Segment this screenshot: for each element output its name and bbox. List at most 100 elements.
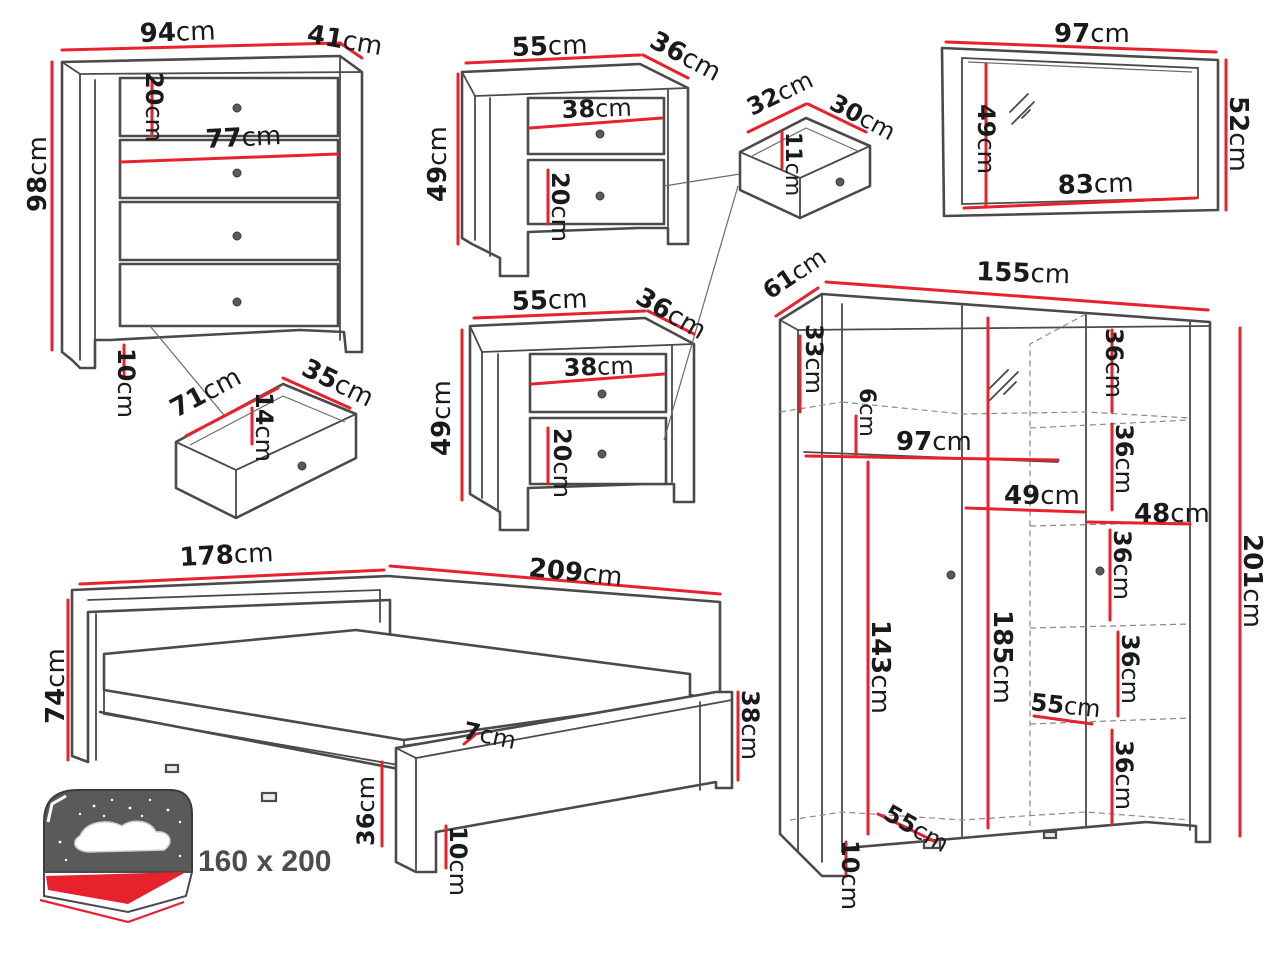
nightstand1-height-label: 49cm bbox=[423, 126, 453, 202]
bed-leg-height-label: 10cm bbox=[444, 826, 472, 896]
dimension-value: 36 bbox=[1116, 634, 1144, 667]
wardrobe-middle-height-label: 185cm bbox=[987, 610, 1017, 704]
mirror-height-label: 52cm bbox=[1223, 96, 1253, 172]
dimension-unit: cm bbox=[340, 26, 384, 62]
dimension-unit: cm bbox=[140, 105, 168, 142]
chest-drawer-width-label: 77cm bbox=[205, 121, 282, 155]
dimension-unit: cm bbox=[547, 284, 588, 315]
dimension-unit: cm bbox=[1110, 773, 1138, 810]
bed-footboard-height-label: 38cm bbox=[736, 690, 764, 760]
dimension-unit: cm bbox=[1063, 692, 1102, 724]
dimension-value: 49 bbox=[427, 420, 457, 456]
wardrobe-shelf-gap-5-label: 36cm bbox=[1110, 740, 1138, 810]
dimension-value: 74 bbox=[41, 688, 71, 724]
mattress-icon bbox=[39, 789, 194, 924]
dimension-unit: cm bbox=[1030, 259, 1071, 290]
bed-frame-height-label: 36cm bbox=[352, 776, 380, 846]
dimension-value: 20 bbox=[548, 428, 576, 461]
dimension-value: 83 bbox=[1057, 170, 1094, 201]
wardrobe-hanging-height-label: 143cm bbox=[865, 620, 895, 714]
nightstand1-drawer-width-label: 38cm bbox=[561, 94, 632, 124]
dimension-unit: cm bbox=[233, 538, 274, 570]
dimension-value: 10 bbox=[444, 826, 472, 859]
dimension-unit: cm bbox=[1110, 457, 1138, 494]
nightstand2-height-label: 49cm bbox=[427, 380, 457, 456]
dimension-unit: cm bbox=[836, 873, 864, 910]
dimension-value: 143 bbox=[865, 620, 895, 674]
dimension-unit: cm bbox=[444, 859, 472, 896]
chest-leg-height-label: 10cm bbox=[112, 348, 140, 418]
dimension-unit: cm bbox=[546, 205, 574, 242]
bed-rail-depth-label: 7cm bbox=[461, 716, 519, 754]
dimension-value: 52 bbox=[1223, 96, 1253, 132]
dimension-unit: cm bbox=[854, 403, 879, 437]
dimension-value: 98 bbox=[23, 176, 53, 212]
dimension-value: 20 bbox=[546, 172, 574, 205]
dimension-value: 38 bbox=[563, 353, 597, 382]
dimension-value: 55 bbox=[511, 32, 548, 63]
wardrobe-shelf-width-label: 48cm bbox=[1134, 499, 1210, 529]
nightstand1-width-label: 55cm bbox=[511, 30, 588, 63]
mirror bbox=[940, 40, 1228, 218]
dimension-unit: cm bbox=[800, 357, 828, 394]
nightstand-drawer-inner-height-label: 11cm bbox=[780, 132, 805, 196]
dimension-unit: cm bbox=[175, 16, 216, 47]
dimension-unit: cm bbox=[1237, 588, 1267, 628]
dimension-value: 49 bbox=[1004, 481, 1040, 511]
dimension-value: 10 bbox=[836, 840, 864, 873]
dimension-unit: cm bbox=[581, 559, 624, 593]
dimension-unit: cm bbox=[780, 163, 805, 197]
wardrobe-rail-width-label: 97cm bbox=[896, 427, 972, 457]
dimension-value: 94 bbox=[139, 18, 176, 49]
dimension-unit: cm bbox=[987, 664, 1017, 704]
dimension-value: 185 bbox=[987, 610, 1017, 664]
dimension-unit: cm bbox=[932, 427, 972, 457]
dimension-unit: cm bbox=[1100, 361, 1128, 398]
dimension-value: 7 bbox=[461, 716, 483, 747]
nightstand2-width-label: 55cm bbox=[511, 284, 588, 317]
bed-width-label: 178cm bbox=[179, 538, 274, 573]
dimension-value: 10 bbox=[112, 348, 140, 381]
dimension-value: 36 bbox=[352, 813, 380, 846]
wardrobe-shelf-depth-label: 55cm bbox=[1029, 688, 1102, 723]
bed bbox=[66, 564, 740, 874]
bed-headboard-height-label: 74cm bbox=[41, 648, 71, 724]
dimension-unit: cm bbox=[1108, 563, 1136, 600]
dimension-unit: cm bbox=[41, 648, 71, 688]
dimension-value: 55 bbox=[511, 286, 548, 317]
dimension-unit: cm bbox=[352, 776, 380, 813]
dimension-unit: cm bbox=[427, 380, 457, 420]
dimension-value: 178 bbox=[179, 540, 235, 573]
dimension-unit: cm bbox=[1090, 19, 1130, 49]
chest-depth-label: 41cm bbox=[305, 19, 385, 62]
chest-top-drawer-height-label: 20cm bbox=[140, 72, 168, 142]
nightstand-2 bbox=[460, 185, 739, 532]
dimension-value: 11 bbox=[780, 132, 805, 163]
dimension-unit: cm bbox=[250, 425, 278, 462]
wardrobe-shelf-gap-1-label: 36cm bbox=[1100, 328, 1128, 398]
dimension-value: 49 bbox=[972, 104, 1000, 137]
nightstand2-drawer-width-label: 38cm bbox=[563, 352, 634, 382]
dimension-value: 49 bbox=[423, 166, 453, 202]
wardrobe-middle-width-label: 49cm bbox=[1004, 481, 1080, 511]
dimension-unit: cm bbox=[865, 674, 895, 714]
wardrobe-leg-height-label: 10cm bbox=[836, 840, 864, 910]
dimension-value: 55 bbox=[1029, 688, 1065, 719]
dimension-unit: cm bbox=[548, 461, 576, 498]
dimension-value: 201 bbox=[1237, 534, 1267, 588]
dimension-value: 209 bbox=[527, 553, 584, 589]
nightstand-1 bbox=[456, 53, 741, 278]
mirror-glass-width-label: 83cm bbox=[1057, 168, 1134, 201]
dimension-value: 20 bbox=[140, 72, 168, 105]
dimension-value: 41 bbox=[305, 19, 346, 55]
dimension-value: 36 bbox=[1110, 740, 1138, 773]
wardrobe bbox=[774, 280, 1242, 878]
dimension-unit: cm bbox=[1170, 499, 1210, 529]
dimension-unit: cm bbox=[972, 137, 1000, 174]
dimension-value: 36 bbox=[1100, 328, 1128, 361]
dimension-value: 155 bbox=[976, 257, 1031, 289]
wardrobe-shelf-gap-4-label: 36cm bbox=[1116, 634, 1144, 704]
dimension-value: 6 bbox=[854, 388, 879, 403]
